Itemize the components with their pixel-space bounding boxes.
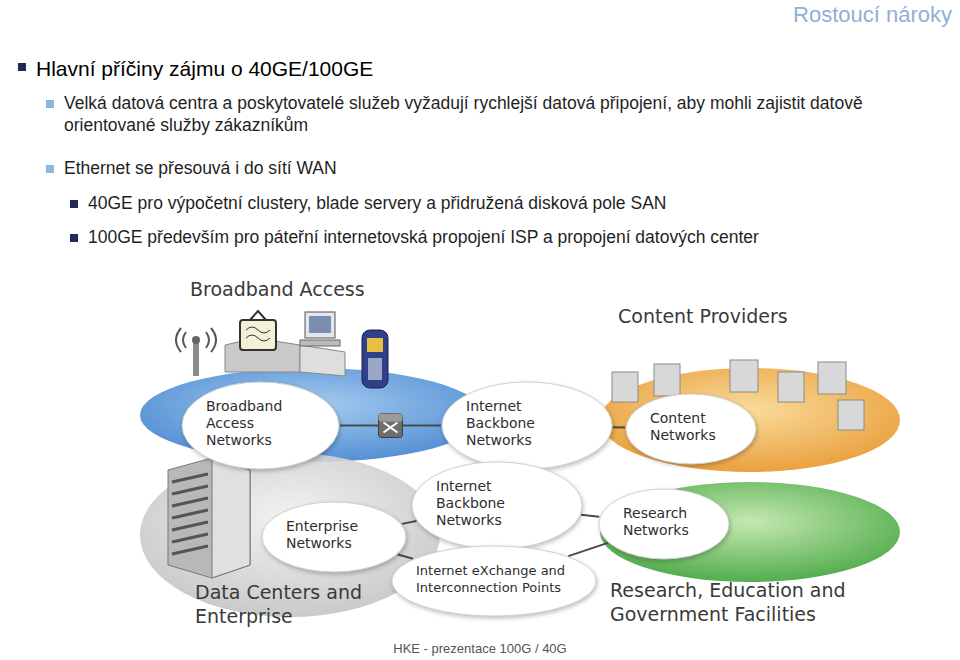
connector-line xyxy=(398,555,413,559)
cloud-ellipse xyxy=(182,382,339,469)
network-cloud: Internet Backbone Networks xyxy=(418,468,576,543)
antenna-waves xyxy=(176,328,216,352)
keyboard xyxy=(300,340,340,346)
bullet-item: 40GE pro výpočetní clustery, blade serve… xyxy=(70,193,954,215)
cloud-ellipse xyxy=(626,394,756,464)
bullet-square xyxy=(70,234,78,242)
bullet-item: 100GE především pro páteřní internetovsk… xyxy=(70,227,960,249)
bullet-item: Hlavní příčiny zájmu o 40GE/100GE xyxy=(18,56,922,82)
cloud-ellipse xyxy=(262,502,406,572)
computer-icon xyxy=(300,312,340,346)
region-heading: Content Providers xyxy=(618,304,888,328)
region-heading: Data Centers and Enterprise xyxy=(195,580,425,628)
bullet-item: Ethernet se přesouvá i do sítí WAN xyxy=(46,158,930,180)
bullet-square xyxy=(46,100,54,108)
connector-line xyxy=(568,543,607,556)
server xyxy=(838,400,864,430)
cloud-label: Internet eXchange and Interconnection Po… xyxy=(416,562,572,596)
cloud-ellipse xyxy=(412,462,582,549)
connector-line xyxy=(613,426,625,428)
switch-top xyxy=(379,414,403,422)
cloud-text-box: Broadband Access Networks xyxy=(188,388,333,459)
building-body xyxy=(168,458,250,578)
office-building xyxy=(168,458,250,578)
slide-title: Rostoucí nároky xyxy=(793,2,952,28)
cloud-label: Enterprise Networks xyxy=(286,518,382,552)
antenna-icon xyxy=(176,328,216,376)
cloud-label: Research Networks xyxy=(623,505,705,539)
bullet-text: Ethernet se přesouvá i do sítí WAN xyxy=(64,158,930,180)
bullet-square xyxy=(70,200,78,208)
house-side xyxy=(300,345,345,376)
bullet-square xyxy=(46,165,54,173)
bullet-text: 100GE především pro páteřní internetovsk… xyxy=(88,227,960,249)
tv-screen xyxy=(246,327,270,341)
monitor-screen xyxy=(309,316,331,333)
cloud-text-box: Internet Backbone Networks xyxy=(448,388,606,459)
cloud-ellipse xyxy=(442,382,612,469)
cloud-ellipse xyxy=(392,546,596,616)
building-windows xyxy=(172,474,208,554)
footer-caption: HKE - prezentace 100G / 40G xyxy=(0,641,960,656)
network-cloud: Content Networks xyxy=(632,400,750,458)
bullet-text: Velká datová centra a poskytovatelé služ… xyxy=(64,93,930,137)
bullet-text: 40GE pro výpočetní clustery, blade serve… xyxy=(88,193,954,215)
connector-line xyxy=(581,515,599,517)
cloud-label: Internet Backbone Networks xyxy=(466,398,588,449)
server xyxy=(612,372,638,402)
building-side xyxy=(212,458,250,578)
cloud-text-box: Research Networks xyxy=(605,495,723,549)
region-band: Research, Education and Government Facil… xyxy=(580,470,900,640)
phone-body xyxy=(362,330,388,388)
switch-icon xyxy=(379,414,403,438)
cloud-label: Internet Backbone Networks xyxy=(436,478,558,529)
switch-arrows xyxy=(384,423,398,433)
cloud-label: Content Networks xyxy=(650,410,732,444)
network-cloud: Research Networks xyxy=(605,495,723,553)
connector-line xyxy=(402,521,416,524)
server xyxy=(730,360,758,392)
phone-screen xyxy=(367,338,383,352)
server-icons xyxy=(612,360,864,430)
monitor xyxy=(305,312,335,338)
tv-icon xyxy=(240,320,276,350)
cloud-label: Broadband Access Networks xyxy=(206,398,315,449)
connector-line xyxy=(511,462,514,469)
cloud-text-box: Enterprise Networks xyxy=(268,508,400,562)
bullet-item: Velká datová centra a poskytovatelé služ… xyxy=(46,93,930,137)
server xyxy=(778,372,804,402)
switch-body xyxy=(379,414,403,438)
cloud-ellipse xyxy=(599,489,729,559)
house-icon xyxy=(225,311,345,376)
network-cloud: Internet eXchange and Interconnection Po… xyxy=(398,552,590,610)
bullet-square xyxy=(18,63,26,71)
region-heading: Research, Education and Government Facil… xyxy=(610,578,895,626)
cloud-text-box: Internet eXchange and Interconnection Po… xyxy=(398,552,590,606)
network-cloud: Broadband Access Networks xyxy=(188,388,333,463)
antenna-mast xyxy=(193,342,199,376)
server xyxy=(654,364,680,396)
network-cloud: Internet Backbone Networks xyxy=(448,388,606,463)
region-heading: Broadband Access xyxy=(190,277,450,301)
cloud-text-box: Internet Backbone Networks xyxy=(418,468,576,539)
antenna-tip xyxy=(192,336,200,344)
cloud-text-box: Content Networks xyxy=(632,400,750,454)
phone-keys xyxy=(368,358,382,380)
phone-icon xyxy=(362,330,388,388)
tv-aerial xyxy=(250,311,266,320)
network-cloud: Enterprise Networks xyxy=(268,508,400,566)
server xyxy=(818,362,846,394)
bullet-text: Hlavní příčiny zájmu o 40GE/100GE xyxy=(36,56,922,82)
region-ellipse xyxy=(600,482,900,582)
